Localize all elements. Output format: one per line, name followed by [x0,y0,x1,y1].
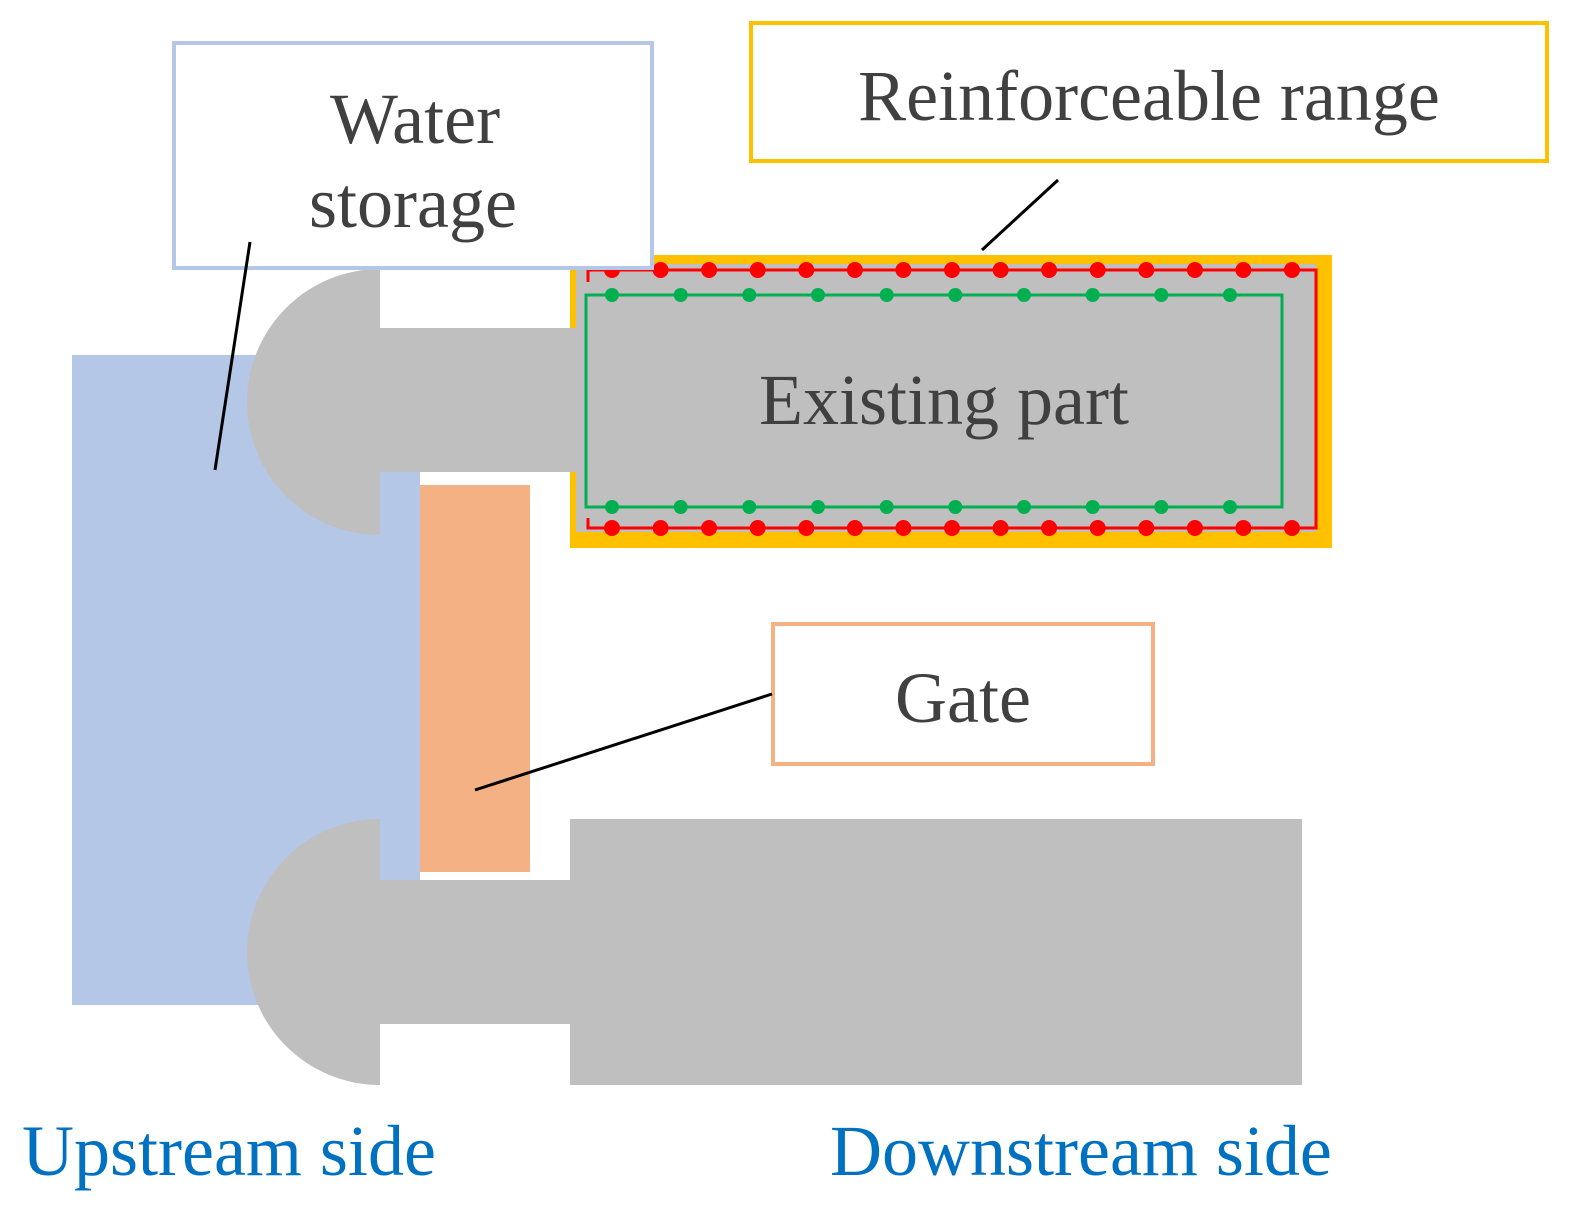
outer-top-anchor-dot [1186,262,1203,278]
outer-top-anchor-dot [1041,262,1058,278]
water-storage-leader [213,241,252,471]
inner-bottom-anchor-dot [879,500,894,514]
inner-top-anchor-dot [605,288,619,302]
reinforceable-range-label: Reinforceable range [858,56,1440,136]
outer-bottom-anchor-dot [846,520,863,536]
inner-reinforcement-line [584,293,1284,509]
outer-top-anchor-dot [944,262,960,278]
lower-pier-body [570,819,1302,1085]
inner-bottom-anchor-dot [811,500,825,514]
outer-top-anchor-dot [1284,262,1300,278]
outer-bottom-anchor-dot [1284,520,1300,536]
inner-top-anchor-dot [811,288,825,302]
inner-bottom-anchor-dot [673,500,688,514]
water-storage-callout: Water storage [172,41,654,471]
downstream-side-label: Downstream side [830,1111,1332,1191]
inner-top-anchor-dot [742,288,757,302]
existing-part-label: Existing part [759,360,1129,440]
outer-bottom-anchor-dot [1089,520,1106,536]
outer-bottom-anchor-dot [652,520,669,536]
outer-bottom-anchor-dot [944,520,960,536]
gate-box [771,622,1155,766]
reinforceable-range-box [749,21,1549,163]
outer-bottom-anchor-dot [1235,520,1252,536]
inner-top-anchor-dot [1223,288,1237,302]
outer-bottom-anchor-dot [1138,520,1155,536]
upper-pier-neck [380,328,582,472]
outer-bottom-anchor-dot [604,520,620,536]
outer-top-anchor-dot [652,262,669,278]
lower-pier [247,819,1302,1085]
outer-bottom-anchor-dot [895,520,912,536]
inner-bottom-anchor-dot [605,500,619,514]
upper-pier [247,269,582,535]
inner-bottom-anchor-dot [1223,500,1237,514]
upstream-side-label: Upstream side [22,1111,436,1191]
upper-pier-head [247,269,380,535]
outer-top-anchor-dot [895,262,912,278]
outer-bottom-anchor-dot [749,520,766,536]
outer-bottom-anchor-dot [1041,520,1058,536]
outer-bottom-anchor-dot [701,520,718,536]
gate [420,485,530,872]
lower-pier-neck [380,880,582,1024]
inner-bottom-anchor-dot [1154,500,1169,514]
outer-top-anchor-dot [749,262,766,278]
inner-bottom-anchor-dot [1085,500,1100,514]
reinforceable-range-leader [980,178,1060,252]
water-storage-label-line2: storage [309,163,517,243]
inner-bottom-anchor-dot [742,500,757,514]
outer-top-anchor-dot [798,262,815,278]
inner-top-anchor-dot [1017,288,1031,302]
outer-bottom-anchor-dot [1186,520,1203,536]
outer-top-anchor-dot [992,262,1009,278]
outer-top-anchor-dot [701,262,718,278]
outer-top-anchor-dot [846,262,863,278]
outer-top-anchor-dot [1089,262,1106,278]
inner-bottom-anchor-dot [948,500,963,514]
outer-top-anchor-dot [1235,262,1252,278]
gate-callout: Gate [474,622,1155,792]
inner-top-anchor-dot [1085,288,1100,302]
inner-top-anchor-dot [948,288,963,302]
inner-top-anchor-dot [1154,288,1169,302]
existing-part-block [576,264,1316,532]
reinforceable-range-callout: Reinforceable range [749,21,1549,252]
outer-top-anchor-dot [1138,262,1155,278]
lower-pier-head [247,819,380,1085]
water-storage-label-line1: Water [330,79,500,159]
inner-bottom-anchor-dot [1017,500,1031,514]
water-storage-box [172,41,654,270]
outer-reinforcement-line [586,268,1318,530]
outer-bottom-anchor-dot [798,520,815,536]
gate-leader [474,692,773,792]
outer-bottom-anchor-dot [992,520,1009,536]
inner-top-anchor-dot [879,288,894,302]
inner-top-anchor-dot [673,288,688,302]
gate-label: Gate [895,658,1031,738]
